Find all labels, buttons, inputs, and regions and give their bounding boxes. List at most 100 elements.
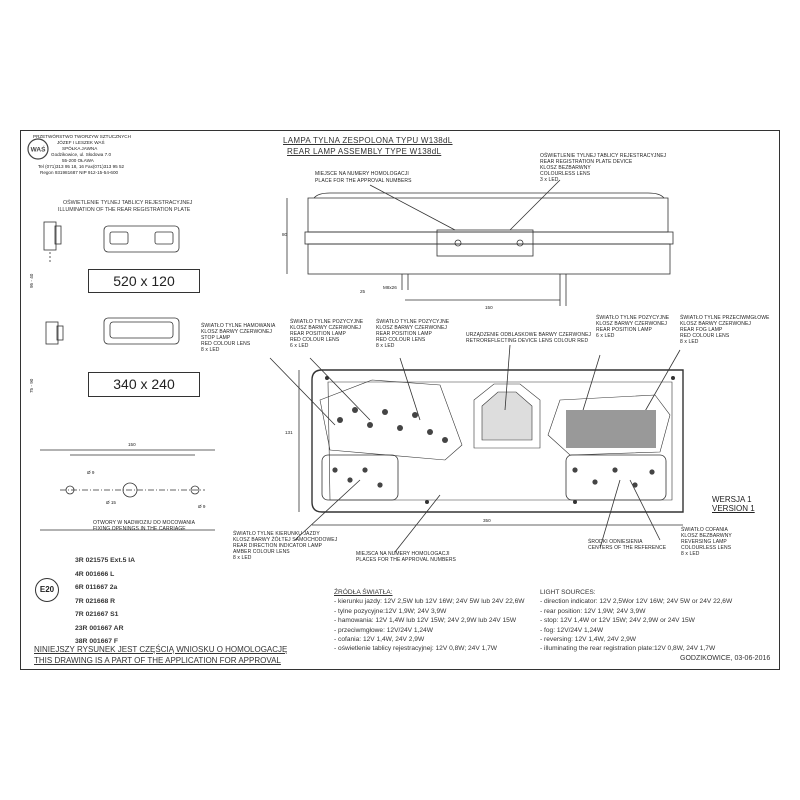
callout-stop: ŚWIATŁO TYLNE HAMOWANIA [201, 323, 276, 329]
light-sources-en: LIGHT SOURCES: - direction indicator: 12… [540, 588, 732, 654]
company-line: SPÓŁKA JAWNA [62, 146, 98, 151]
callout-position-3: KLOSZ BARWY CZERWONEJ [596, 321, 668, 327]
callout-stop: RED COLOUR LENS [201, 341, 251, 347]
lamp-front-view [311, 369, 684, 513]
callout-position-2: REAR POSITION LAMP [376, 331, 432, 337]
fog-lamp-fill [566, 410, 656, 448]
plate-illumination-en: ILLUMINATION OF THE REAR REGISTRATION PL… [58, 207, 191, 213]
callout-position-1: REAR POSITION LAMP [290, 331, 346, 337]
callout-plate-device: 3 x LED [540, 177, 559, 183]
company-line: PRZETWÓRSTWO TWORZYW SZTUCZNYCH [33, 134, 131, 139]
callout-position-2: KLOSZ BARWY CZERWONEJ [376, 325, 448, 331]
homologation-number: 3R 021575 Ext.5 IA [75, 557, 136, 564]
light-source-item: - reversing: 12V 1,4W, 24V 2,9W [540, 636, 637, 644]
light-sources-heading: LIGHT SOURCES: [540, 589, 596, 596]
position-lamp-zone [319, 379, 463, 461]
callout-plate-device: KLOSZ BEZBARWNY [540, 165, 591, 171]
homologation-number: 6R 011667 2a [75, 584, 118, 591]
callout-position-1: ŚWIATŁO TYLNE POZYCYJNE [290, 319, 364, 325]
callout-approval-bottom: PLACES FOR THE APPROVAL NUMBERS [356, 557, 456, 563]
callout-indicator: REAR DIRECTION INDICATOR LAMP [233, 543, 323, 549]
place-date: GODZIKOWICE, 03-06-2016 [680, 655, 771, 662]
plate-size-box: 340 x 240 [88, 372, 200, 397]
callout-stop: KLOSZ BARWY CZERWONEJ [201, 329, 273, 335]
light-source-item: - direction indicator: 12V 2,5Wor 12V 16… [540, 598, 733, 606]
e-mark-icon: E20 [35, 578, 59, 602]
homologation-number: 38R 001667 F [75, 638, 119, 645]
light-source-item: - fog: 12V/24V 1,24W [540, 626, 604, 634]
callout-position-2: ŚWIATŁO TYLNE POZYCYJNE [376, 319, 450, 325]
callout-position-1: 6 x LED [290, 343, 309, 349]
company-line: JÓZEF I LESZEK WAŚ [57, 140, 105, 145]
callout-position-2: RED COLOUR LENS [376, 337, 426, 343]
statement-pl: NINIEJSZY RYSUNEK JEST CZĘŚCIĄ WNIOSKU O… [34, 645, 288, 654]
callout-position-3: REAR POSITION LAMP [596, 327, 652, 333]
plate-lamp-side-view [45, 321, 59, 345]
callout-fog: REAR FOG LAMP [680, 327, 723, 333]
dimension-label: 150 [128, 442, 136, 447]
hole-label: Ø 9 [198, 504, 206, 509]
light-source-item: - illuminating the rear registration pla… [540, 645, 716, 653]
callout-approval-bottom: MIEJSCA NA NUMERY HOMOLOGACJI [356, 551, 450, 557]
dimension-label: 80 [282, 232, 288, 237]
company-line: 55-200 OŁAWA [62, 158, 94, 163]
plate-lamp-front-view [103, 317, 180, 345]
callout-fog: KLOSZ BARWY CZERWONEJ [680, 321, 752, 327]
plate-illumination-pl: OŚWIETLENIE TYLNEJ TABLICY REJESTRACYJNE… [63, 200, 193, 206]
hole-label: Ø 9 [87, 470, 95, 475]
hole-label: Ø 15 [106, 500, 116, 505]
plate-lamp-front-view [103, 225, 180, 253]
light-source-item: - kierunku jazdy: 12V 2,5W lub 12V 16W; … [334, 598, 525, 606]
callout-reversing: REVERSING LAMP [681, 539, 727, 545]
callout-position-1: RED COLOUR LENS [290, 337, 340, 343]
light-source-item: - oświetlenie tablicy rejestracyjnej: 12… [334, 645, 497, 653]
callout-reflector: URZĄDZENIE ODBLASKOWE BARWY CZERWONEJ [466, 332, 592, 338]
light-source-item: - rear position: 12V 1,9W; 24V 3,9W [540, 607, 646, 615]
dimension-label: 150 [485, 305, 493, 310]
callout-reversing: COLOURLESS LENS [681, 545, 732, 551]
mounting-caption-pl: OTWORY W NADWOZIU DO MOCOWANIA [93, 520, 196, 526]
light-source-item: - tylne pozycyjne:12V 1,9W; 24V 3,9W [334, 607, 447, 615]
callout-plate-device: COLOURLESS LENS [540, 171, 591, 177]
light-sources-pl: ŹRÓDŁA ŚWIATŁA: - kierunku jazdy: 12V 2,… [334, 588, 524, 654]
mounting-hole [190, 485, 200, 495]
light-sources-heading: ŹRÓDŁA ŚWIATŁA: [334, 589, 393, 596]
homologation-number: 7R 021668 R [75, 598, 116, 605]
bolt-label: M8x26 [383, 285, 397, 290]
version-en: VERSION 1 [712, 504, 755, 513]
light-source-item: - przeciwmgłowe: 12V/24V 1,24W [334, 626, 433, 634]
e-mark-label: E20 [39, 585, 55, 594]
company-line: Tel (071)313 95 18, 16 Fax(071)313 95 52 [38, 164, 125, 169]
callout-indicator: 8 x LED [233, 555, 252, 561]
callout-stop: STOP LAMP [201, 335, 231, 341]
light-source-item: - hamowania: 12V 1,4W lub 12V 15W; 24V 2… [334, 617, 517, 625]
indicator-lamp [321, 454, 399, 501]
homologation-number: 23R 001667 AR [75, 625, 124, 632]
mounting-caption-en: FIXING OPENINGS IN THE CARRIAGE [93, 526, 186, 532]
callout-reference: ŚRODKI ODNIESIENIA [588, 539, 643, 545]
callout-approval-top: MIEJSCE NA NUMERY HOMOLOGACJI [315, 171, 409, 177]
dimension-label: 25 [360, 289, 366, 294]
dimension-label: 131 [285, 430, 293, 435]
light-source-item: - cofania: 12V 1,4W, 24V 2,9W [334, 636, 425, 644]
callout-fog: ŚWIATŁO TYLNE PRZECIWMGŁOWE [680, 315, 770, 321]
logo-text: WAŚ [31, 145, 46, 154]
fog-lamp-zone [547, 394, 671, 456]
homologation-number: 4R 001666 L [75, 571, 115, 578]
callout-position-2: 8 x LED [376, 343, 395, 349]
callout-plate-device: REAR REGISTRATION PLATE DEVICE [540, 159, 633, 165]
homologation-number: 7R 021667 S1 [75, 611, 119, 618]
callout-position-3: ŚWIATŁO TYLNE POZYCYJNE [596, 315, 670, 321]
dimension-label: 350 [483, 518, 491, 523]
title-pl: LAMPA TYLNA ZESPOLONA TYPU W138dL [283, 136, 453, 145]
lamp-top-view [307, 197, 669, 233]
callout-indicator: KLOSZ BARWY ŻÓŁTEJ SAMOCHODOWEJ [233, 537, 338, 543]
company-line: Godzikowice, ul. Słodowa 7.0 [51, 152, 112, 157]
callout-fog: RED COLOUR LENS [680, 333, 730, 339]
callout-reference: CENTERS OF THE REFERENCE [588, 545, 667, 551]
callout-plate-device: OŚWIETLENIE TYLNEJ TABLICY REJESTRACYJNE… [540, 153, 667, 159]
version-pl: WERSJA 1 [712, 495, 752, 504]
reflector-zone [473, 383, 541, 449]
reversing-lamp [565, 454, 667, 501]
